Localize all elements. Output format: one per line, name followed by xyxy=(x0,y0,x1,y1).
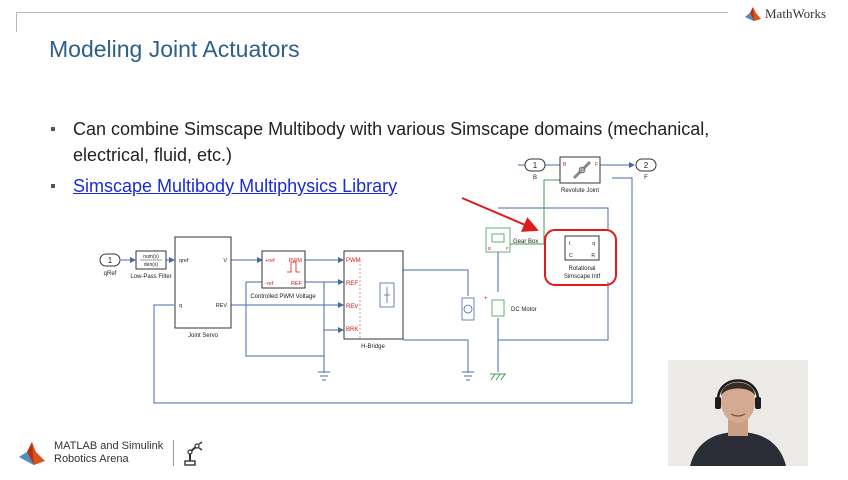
footer-line1: MATLAB and Simulink xyxy=(54,440,164,452)
presenter-webcam xyxy=(668,360,808,466)
pwm-port-ref: REF xyxy=(291,281,303,287)
rotintf-port-r: R xyxy=(591,253,595,259)
servo-port-v: V xyxy=(223,258,227,264)
slide-title: Modeling Joint Actuators xyxy=(49,36,300,62)
hbridge-port-ref: REF xyxy=(346,281,358,287)
servo-port-rev: REV xyxy=(216,303,228,309)
lowpass-numerator: num(s) xyxy=(143,254,159,260)
header-rule-left xyxy=(16,12,17,32)
gearbox-port-f: F xyxy=(506,246,509,251)
pwm-port-pref: +ref xyxy=(265,258,275,264)
footer-branding: MATLAB and Simulink Robotics Arena xyxy=(18,438,204,468)
presenter-figure xyxy=(668,360,808,466)
inport-qref[interactable]: 1 qRef xyxy=(99,253,121,277)
pwm-port-mref: -ref xyxy=(265,281,274,287)
revolute-joint-block[interactable]: B F Revolute Joint xyxy=(559,156,601,194)
signal-wires xyxy=(121,164,633,404)
mathworks-logo: MathWorks xyxy=(744,4,826,24)
bullet-text: Can combine Simscape Multibody with vari… xyxy=(73,119,710,165)
rotintf-label-line1: Rotational xyxy=(568,266,595,272)
multiphysics-library-link[interactable]: Simscape Multibody Multiphysics Library xyxy=(73,176,398,196)
bullet-list: Can combine Simscape Multibody with vari… xyxy=(48,116,748,199)
dc-motor-label: DC Motor xyxy=(511,307,537,313)
mechanical-ground-icon xyxy=(490,373,506,381)
rotintf-port-t: t xyxy=(569,241,571,247)
rotintf-port-q: q xyxy=(592,241,595,247)
bullet-item: Simscape Multibody Multiphysics Library xyxy=(48,173,748,199)
pwm-port-pwm: PWM xyxy=(289,258,303,264)
lowpass-filter-block[interactable]: num(s) den(s) Low-Pass Filter xyxy=(130,250,172,280)
revolute-label: Revolute Joint xyxy=(561,188,599,194)
footer-divider xyxy=(173,440,175,466)
callout-arrow xyxy=(461,197,539,232)
inport-qref-label: qRef xyxy=(104,271,117,277)
dc-motor-block[interactable]: + DC Motor xyxy=(461,296,537,321)
outport-f[interactable]: 2 F xyxy=(635,158,657,181)
joint-servo-block[interactable]: qref V q REV Joint Servo xyxy=(174,236,232,339)
bullet-marker xyxy=(51,127,55,131)
servo-label: Joint Servo xyxy=(188,333,219,339)
gearbox-port-b: B xyxy=(488,246,491,251)
gear-box-block[interactable]: B F Gear Box xyxy=(485,227,538,253)
inport-b-number: 1 xyxy=(533,161,538,170)
hbridge-port-rev: REV xyxy=(346,304,358,310)
rotational-interface-block[interactable]: t q C R Rotational Simscape Intf xyxy=(564,235,601,280)
inport-b[interactable]: 1 B xyxy=(524,158,546,181)
matlab-membrane-icon xyxy=(19,442,45,465)
header-rule xyxy=(16,12,728,13)
outport-f-label: F xyxy=(644,175,648,181)
rotintf-port-c: C xyxy=(569,253,573,259)
outport-f-number: 2 xyxy=(644,161,649,170)
robot-arm-icon xyxy=(184,441,203,466)
rotintf-label-line2: Simscape Intf xyxy=(564,274,601,280)
servo-port-q: q xyxy=(179,303,182,309)
inport-qref-number: 1 xyxy=(108,256,113,265)
revolute-port-b: B xyxy=(563,162,567,168)
inport-b-label: B xyxy=(533,175,537,181)
lowpass-label: Low-Pass Filter xyxy=(130,274,171,280)
gearbox-label: Gear Box xyxy=(513,239,538,245)
ground-icon xyxy=(318,371,474,381)
lowpass-denominator: den(s) xyxy=(144,262,159,268)
bullet-item: Can combine Simscape Multibody with vari… xyxy=(48,116,748,168)
plus-sign: + xyxy=(484,296,488,302)
pwm-voltage-block[interactable]: +ref -ref PWM REF Controlled PWM Voltage xyxy=(250,250,316,300)
highlight-box xyxy=(544,229,617,286)
h-bridge-block[interactable]: PWM REF REV BRK H-Bridge xyxy=(343,250,404,350)
revolute-port-f: F xyxy=(595,162,598,168)
hbridge-port-brk: BRK xyxy=(346,327,358,333)
mathworks-wordmark: MathWorks xyxy=(765,6,827,21)
conserving-wires xyxy=(510,179,560,245)
membrane-logo-icon xyxy=(745,7,761,21)
pwm-label: Controlled PWM Voltage xyxy=(250,294,316,300)
bullet-marker xyxy=(51,184,55,188)
hbridge-port-pwm: PWM xyxy=(346,258,361,264)
hbridge-label: H-Bridge xyxy=(361,344,385,350)
servo-port-qref: qref xyxy=(179,258,189,264)
footer-line2: Robotics Arena xyxy=(54,453,129,465)
